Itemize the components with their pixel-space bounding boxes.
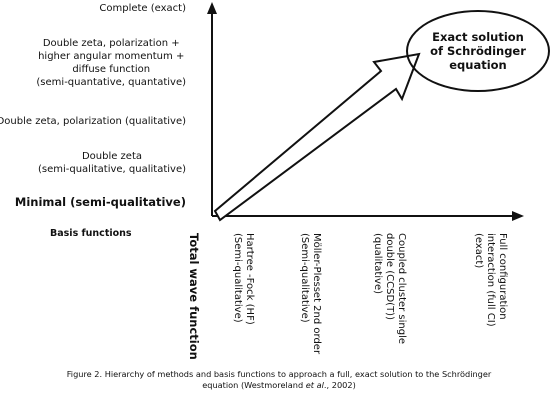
y-level-complete-line: Complete (exact) (99, 3, 186, 14)
y-axis-arrowhead (207, 2, 217, 14)
x-method-hf: Hartree -Fock (HF) (Semi-qualitative) (231, 233, 255, 325)
y-level-minimal: Minimal (semi-qualitative) (15, 196, 186, 209)
caption-line-2: equation (Westmoreland et al., 2002) (0, 380, 558, 391)
ellipse-line: of Schrödinger (430, 44, 526, 58)
exact-solution-ellipse: Exact solution of Schrödinger equation (406, 10, 550, 92)
x-method-mp2: Möller-Plesset 2nd order (Semi-qualitati… (298, 233, 322, 354)
x-method-line: Möller-Plesset 2nd order (311, 233, 322, 355)
x-method-line: (qualitative) (372, 233, 383, 294)
y-level-line: (semi-qualitative, qualitative) (37, 164, 186, 175)
y-axis-title: Basis functions (50, 228, 132, 239)
y-level-line: Minimal (semi-qualitative) (14, 195, 186, 209)
x-method-line: interaction (full CI) (485, 233, 496, 327)
x-method-line: (Semi-qualitative) (232, 233, 243, 323)
x-method-ccsd: Coupled cluster single double (CCSD(T)) … (371, 233, 407, 344)
x-method-line: (exact) (473, 233, 484, 269)
ellipse-line: equation (449, 58, 507, 72)
caption-text: equation (Westmoreland (202, 380, 306, 390)
y-level-double-zeta-pol-diffuse: Double zeta, polarization + higher angul… (36, 37, 186, 89)
progress-arrow (213, 52, 421, 222)
y-level-line: Double zeta (81, 151, 143, 162)
x-method-line: Full configuration (497, 233, 508, 320)
x-method-full-ci: Full configuration interaction (full CI)… (472, 233, 508, 327)
x-method-line: Coupled cluster single (396, 233, 407, 345)
y-level-line: higher angular momentum + (38, 51, 185, 62)
caption-line-1: Figure 2. Hierarchy of methods and basis… (66, 369, 492, 379)
y-level-line: (semi-quantative, quantative) (36, 77, 186, 88)
y-level-double-zeta: Double zeta (semi-qualitative, qualitati… (38, 150, 186, 176)
ellipse-line: Exact solution (432, 30, 524, 44)
caption-italic: et al (305, 380, 324, 390)
x-axis-arrowhead (512, 211, 524, 221)
x-method-line: (Semi-qualitative) (299, 233, 310, 323)
x-method-line: Hartree -Fock (HF) (244, 233, 255, 325)
y-level-line: diffuse function (72, 64, 151, 75)
y-level-double-zeta-pol: Double zeta, polarization (qualitative) (0, 115, 186, 128)
y-level-line: Double zeta, polarization (qualitative) (0, 116, 186, 127)
figure-caption: Figure 2. Hierarchy of methods and basis… (0, 369, 558, 391)
x-axis-title: Total wave function (187, 233, 201, 360)
x-method-line: double (CCSD(T)) (384, 233, 395, 320)
caption-text: ., 2002) (323, 380, 356, 390)
y-level-complete: Complete (exact) (99, 2, 186, 15)
y-level-line: Double zeta, polarization + (42, 38, 180, 49)
